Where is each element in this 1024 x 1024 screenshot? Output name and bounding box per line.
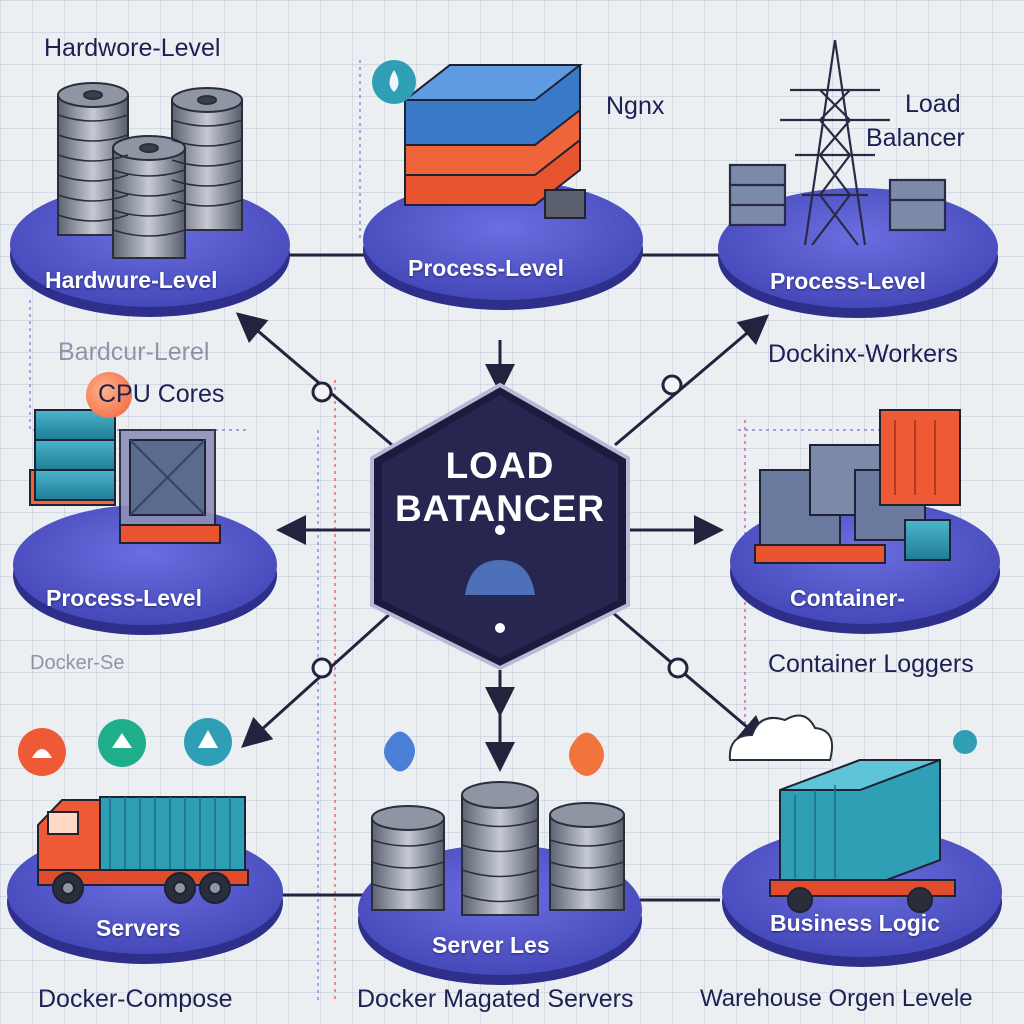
caption-bardcur-level: Bardcur-Lerel — [58, 338, 210, 366]
hexagon-title: LOAD BATANCER — [380, 445, 620, 530]
process-server-rack-icon — [29, 409, 221, 544]
platform-label-hardware: Hardwure-Level — [45, 267, 218, 293]
caption-docker-workers: Dockinx-Workers — [768, 340, 958, 368]
caption-warehouse-level: Warehouse Orgen Levele — [700, 985, 973, 1012]
truck-icon — [37, 796, 249, 904]
platform-label-server-les: Server Les — [432, 932, 550, 958]
platform-label-business-logic: Business Logic — [770, 910, 940, 936]
cpu-icon — [86, 372, 132, 418]
caption-cpu-cores: CPU Cores — [98, 380, 225, 408]
platform-label-servers: Servers — [96, 915, 181, 941]
caption-docker-managed-servers: Docker Magated Servers — [357, 985, 634, 1013]
caption-docker-compose: Docker-Compose — [38, 985, 233, 1013]
caption-hardwore-level: Hardwore-Level — [44, 34, 221, 62]
hexagon-title-line1: LOAD — [445, 445, 555, 486]
nginx-server-icon — [372, 60, 586, 219]
caption-nginx: Ngnx — [606, 92, 665, 120]
load-balancer-hexagon — [370, 382, 630, 671]
disk-stack-icon — [57, 82, 243, 259]
server-drum-stack-icon — [371, 731, 625, 916]
caption-load-balancer-line1: Load — [905, 90, 961, 118]
platform-label-process-top: Process-Level — [408, 255, 564, 281]
platform-label-container: Container- — [790, 585, 905, 611]
container-stack-icon — [754, 409, 961, 564]
caption-container-loggers: Container Loggers — [768, 650, 974, 678]
caption-container-faded: Docker-Se — [30, 652, 125, 674]
service-badges — [18, 718, 232, 776]
platform-label-process-right: Process-Level — [770, 268, 926, 294]
connector-nodes — [311, 374, 689, 679]
platform-label-process-left: Process-Level — [46, 585, 202, 611]
caption-load-balancer-line2: Balancer — [866, 124, 965, 152]
connectors — [235, 253, 770, 902]
load-balancer-tower-icon — [728, 39, 947, 246]
cargo-container-icon — [728, 714, 977, 913]
hexagon-title-line2: BATANCER — [394, 487, 606, 529]
